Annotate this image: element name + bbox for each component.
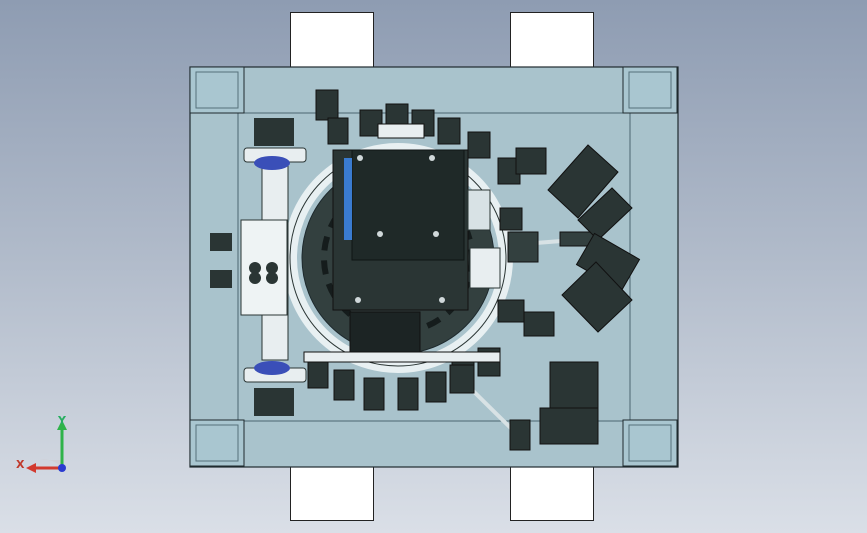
y-axis-label: Y — [58, 414, 66, 427]
right-fixture-blocks[interactable] — [539, 144, 641, 445]
corner-post-top-left[interactable] — [189, 66, 245, 114]
bottom-right-mount-block[interactable] — [510, 464, 594, 521]
top-left-mount-block[interactable] — [290, 12, 374, 69]
left-column-assembly[interactable] — [210, 118, 307, 416]
top-right-mount-block[interactable] — [510, 12, 594, 69]
bottom-left-mount-block[interactable] — [290, 464, 374, 521]
corner-post-bottom-right[interactable] — [622, 419, 678, 467]
radial-fingers-top[interactable] — [315, 89, 521, 185]
x-axis-label: X — [16, 458, 25, 471]
coordinate-triad — [26, 420, 67, 473]
triad-arc — [40, 459, 62, 468]
corner-post-top-right[interactable] — [622, 66, 678, 114]
central-block[interactable] — [332, 149, 501, 311]
right-side-arms[interactable] — [449, 147, 601, 451]
z-axis-dot — [58, 464, 66, 472]
corner-post-bottom-left[interactable] — [189, 419, 245, 467]
